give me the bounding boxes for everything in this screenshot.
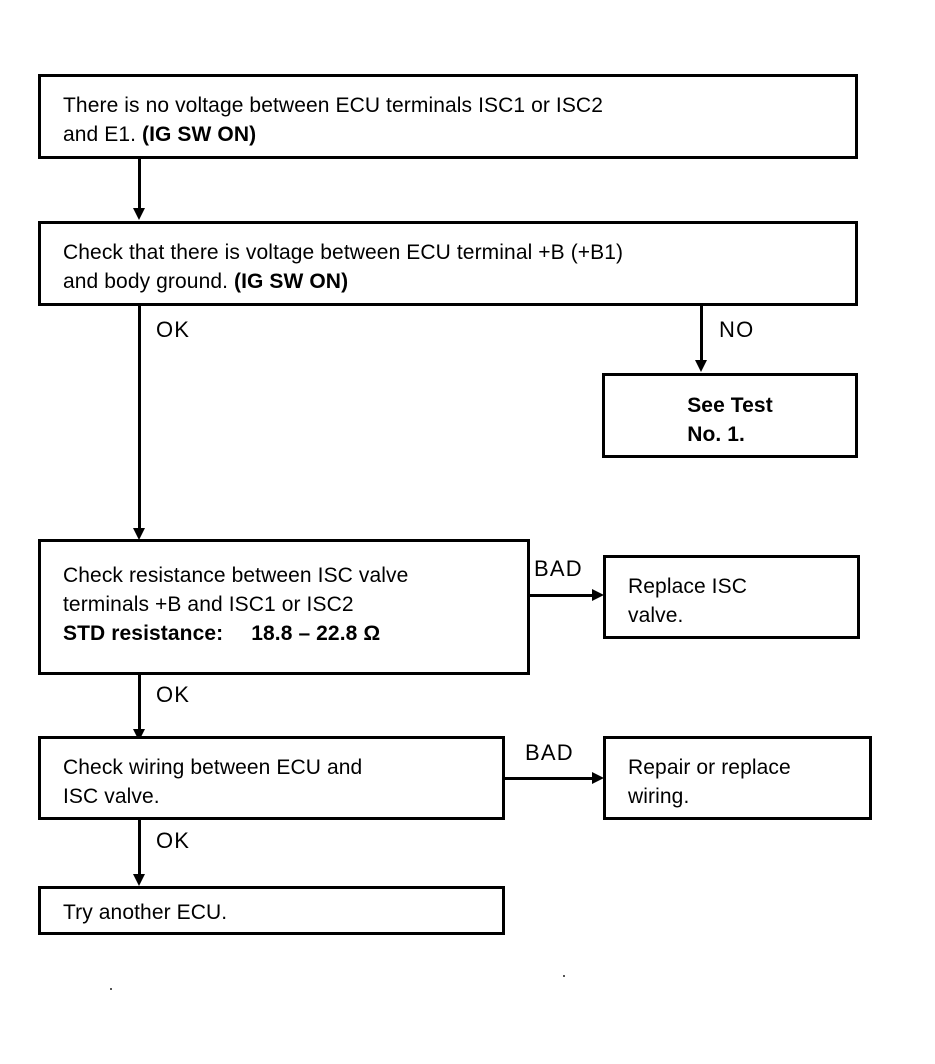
- text-line: See Test: [687, 391, 773, 420]
- text-segment: terminals +B and ISC1 or ISC2: [63, 593, 354, 616]
- connector-wiring-bad: [505, 777, 594, 780]
- connector-voltage-no: [700, 306, 703, 364]
- connector-resistance-bad: [530, 594, 594, 597]
- text-emphasis: 18.8 – 22.8 Ω: [251, 622, 381, 645]
- text-segment: There is no voltage between ECU terminal…: [63, 94, 603, 117]
- node-check-resistance-text: Check resistance between ISC valve termin…: [63, 561, 517, 648]
- text-emphasis: See Test: [687, 394, 773, 417]
- text-line: Try another ECU.: [63, 898, 492, 927]
- connector-symptom-to-voltage: [138, 159, 141, 211]
- text-segment: wiring.: [628, 785, 690, 808]
- text-segment: and body ground.: [63, 270, 235, 293]
- scan-speck: [110, 988, 112, 990]
- text-segment: ISC valve.: [63, 785, 160, 808]
- text-line: ISC valve.: [63, 782, 492, 811]
- arrowhead-wiring-bad: [592, 772, 604, 784]
- text-line: and body ground. (IG SW ON): [63, 267, 845, 296]
- node-repair-wiring: Repair or replace wiring.: [603, 736, 872, 820]
- edge-label-voltage-ok: OK: [156, 317, 191, 342]
- text-segment: Check that there is voltage between ECU …: [63, 241, 624, 264]
- node-try-another-ecu-text: Try another ECU.: [63, 898, 492, 927]
- connector-voltage-ok: [138, 306, 141, 534]
- text-line: Repair or replace: [628, 753, 859, 782]
- text-line: Check that there is voltage between ECU …: [63, 238, 845, 267]
- scan-speck: [563, 975, 565, 977]
- text-segment: Check wiring between ECU and: [63, 756, 363, 779]
- edge-label-resistance-ok: OK: [156, 682, 191, 707]
- text-line: Check resistance between ISC valve: [63, 561, 517, 590]
- text-line: valve.: [628, 601, 847, 630]
- node-check-voltage-b-text: Check that there is voltage between ECU …: [63, 238, 845, 296]
- edge-label-wiring-bad: BAD: [525, 740, 574, 765]
- arrowhead-wiring-ok: [133, 874, 145, 886]
- text-segment: valve.: [628, 604, 684, 627]
- text-emphasis: STD resistance:: [63, 622, 224, 645]
- text-line: There is no voltage between ECU terminal…: [63, 91, 845, 120]
- edge-label-wiring-ok: OK: [156, 828, 191, 853]
- text-emphasis: (IG SW ON): [234, 270, 349, 293]
- arrowhead-resistance-bad: [592, 589, 604, 601]
- node-symptom-text: There is no voltage between ECU terminal…: [63, 91, 845, 149]
- text-segment: Replace ISC: [628, 575, 747, 598]
- node-check-resistance: Check resistance between ISC valve termin…: [38, 539, 530, 675]
- connector-wiring-ok: [138, 820, 141, 878]
- node-check-voltage-b: Check that there is voltage between ECU …: [38, 221, 858, 306]
- text-segment: Check resistance between ISC valve: [63, 564, 409, 587]
- arrowhead-symptom-to-voltage: [133, 208, 145, 220]
- text-segment: Repair or replace: [628, 756, 791, 779]
- text-line: Check wiring between ECU and: [63, 753, 492, 782]
- text-line: wiring.: [628, 782, 859, 811]
- text-emphasis: No. 1.: [687, 423, 745, 446]
- edge-label-voltage-no: NO: [719, 317, 755, 342]
- node-replace-isc-valve-text: Replace ISC valve.: [628, 572, 847, 630]
- text-line: and E1. (IG SW ON): [63, 120, 845, 149]
- text-segment: and E1.: [63, 123, 143, 146]
- text-line: No. 1.: [687, 420, 773, 449]
- node-symptom: There is no voltage between ECU terminal…: [38, 74, 858, 159]
- node-replace-isc-valve: Replace ISC valve.: [603, 555, 860, 639]
- arrowhead-voltage-ok: [133, 528, 145, 540]
- text-line: terminals +B and ISC1 or ISC2: [63, 590, 517, 619]
- text-segment: Try another ECU.: [63, 901, 228, 924]
- text-line: Replace ISC: [628, 572, 847, 601]
- text-emphasis: (IG SW ON): [142, 123, 257, 146]
- node-try-another-ecu: Try another ECU.: [38, 886, 505, 935]
- edge-label-resistance-bad: BAD: [534, 556, 583, 581]
- connector-resistance-ok: [138, 675, 141, 733]
- arrowhead-voltage-no: [695, 360, 707, 372]
- node-repair-wiring-text: Repair or replace wiring.: [628, 753, 859, 811]
- text-line: STD resistance: 18.8 – 22.8 Ω: [63, 619, 517, 648]
